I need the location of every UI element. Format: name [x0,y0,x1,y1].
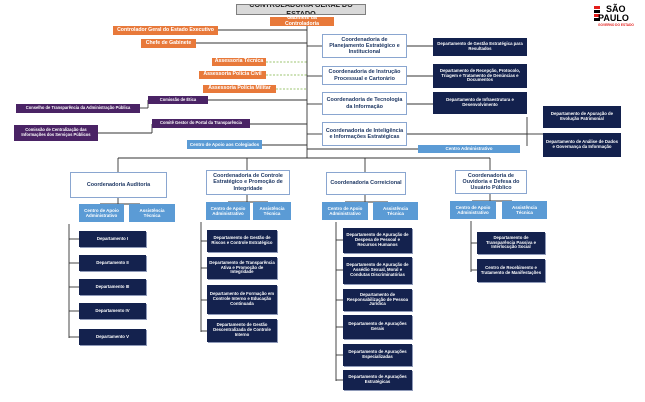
controle-dept-2: Departamento de Transparência Ativa e Pr… [207,257,277,279]
assessoria-policia-civil-box: Assessoria Polícia Civil [199,71,266,79]
chefe-gabinete-box: Chefe de Gabinete [141,39,196,48]
comissao-etica-box: Comissão de Ética [148,96,208,104]
correicional-dept-6: Departamento de Apurações Estratégicas [343,370,412,390]
coord-planejamento-box: Coordenadoria de Planejamento Estratégic… [322,34,407,58]
controle-assistencia-box: Assistência Técnica [253,202,291,220]
auditoria-dept-4: Departamento IV [79,303,146,319]
sao-paulo-logo: SÃO PAULO GOVERNO DO ESTADO [594,4,642,30]
controle-dept-4: Departamento de Gestão Descentralizada d… [207,319,277,342]
ouvidoria-dept-2: Centro de Recebimento e Tratamento de Ma… [477,259,545,282]
auditoria-dept-5: Departamento V [79,329,146,345]
controlador-geral-box: Controlador Geral do Estado Executivo [113,26,218,35]
logo-line3: GOVERNO DO ESTADO [598,23,634,27]
dept-infraestrutura-box: Departamento de Infraestrutura e Desenvo… [433,92,527,114]
conselho-transparencia-box: Conselho de Transparência da Administraç… [16,104,140,113]
correicional-dept-1: Departamento de Apuração de Despesa de P… [343,228,412,253]
auditoria-dept-1: Departamento I [79,231,146,247]
ouvidoria-assistencia-box: Assistência Técnica [502,201,547,219]
auditoria-assistencia-box: Assistência Técnica [129,204,175,222]
ouvidoria-dept-1: Departamento de Transparência Passiva e … [477,232,545,254]
logo-line1: SÃO [606,4,626,14]
auditoria-dept-3: Departamento III [79,279,146,295]
dept-analise-dados-box: Departamento de Análise de Dados e Gover… [543,133,621,157]
dept-recepcao-box: Departamento de Recepção, Protocolo, Tri… [433,64,527,88]
coord-controle-estrategico-box: Coordenadoria de Controle Estratégico e … [206,170,290,195]
auditoria-apoio-box: Centro de Apoio Administrativo [79,204,124,222]
centro-apoio-colegiados-box: Centro de Apoio aos Colegiados [187,140,262,149]
coord-instrucao-box: Coordenadoria de Instrução Processual e … [322,66,407,85]
correicional-dept-5: Departamento de Apurações Especializadas [343,344,412,366]
coord-inteligencia-box: Coordenadoria de Inteligência e Informaç… [322,122,407,146]
controle-dept-1: Departamento de Gestão de Riscos e Contr… [207,230,277,252]
assessoria-policia-militar-box: Assessoria Polícia Militar [203,85,276,93]
controle-dept-3: Departamento de Formação em Controle Int… [207,285,277,314]
comissao-centralizacao-box: Comissão de Centralização das Informaçõe… [14,125,98,141]
assessoria-tecnica-box: Assessoria Técnica [212,58,266,66]
correicional-apoio-box: Centro de Apoio Administrativo [322,202,368,220]
coord-ouvidoria-box: Coordenadoria de Ouvidoria e Defesa do U… [455,170,527,194]
correicional-assistencia-box: Assistência Técnica [373,202,418,220]
dept-evolucao-patrimonial-box: Departamento de Apuração de Evolução Pat… [543,106,621,128]
page-title: CONTROLADORIA GERAL DO ESTADO [236,4,366,15]
correicional-dept-3: Departamento de Responsabilização de Pes… [343,289,412,311]
coord-correicional-box: Coordenadoria Correicional [326,172,406,195]
centro-administrativo-box: Centro Administrativo [418,145,520,153]
dept-gestao-estrategica-box: Departamento de Gestão Estratégica para … [433,38,527,56]
correicional-dept-2: Departamento de Apuração de Assédio Sexu… [343,257,412,284]
gabinete-box: Gabinete da Controladoria [270,17,334,26]
controle-apoio-box: Centro de Apoio Administrativo [206,202,250,220]
coord-auditoria-box: Coordenadoria Auditoria [70,172,167,198]
logo-line2: PAULO [598,13,629,23]
ouvidoria-apoio-box: Centro de Apoio Administrativo [450,201,496,219]
sp-flag-icon [594,6,600,21]
coord-tecnologia-box: Coordenadoria de Tecnologia da Informaçã… [322,92,407,115]
correicional-dept-4: Departamento de Apurações Gerais [343,315,412,339]
auditoria-dept-2: Departamento II [79,255,146,271]
comite-gestor-box: Comitê Gestor do Portal da Transparência [152,119,250,128]
